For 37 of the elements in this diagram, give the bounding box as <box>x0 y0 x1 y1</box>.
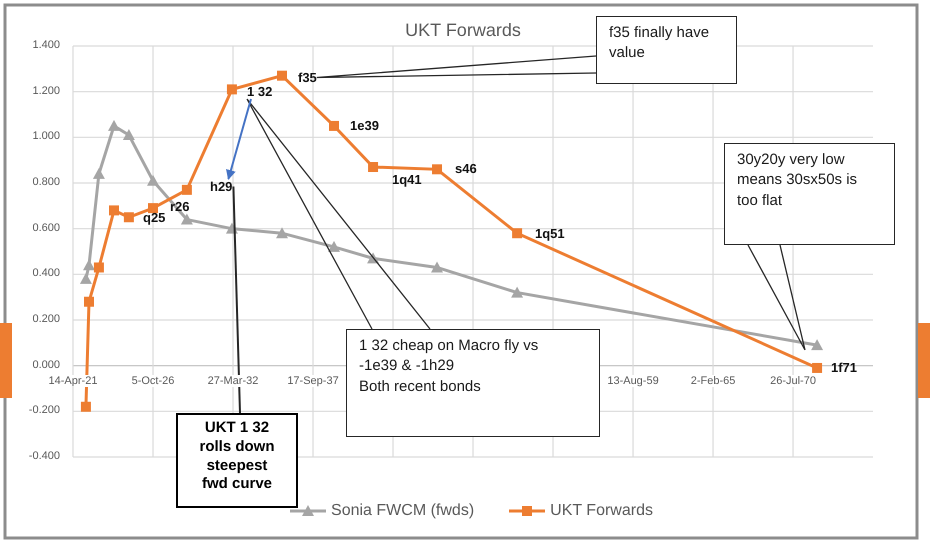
callout-pointer <box>246 98 431 330</box>
callout-box: 30y20y very low means 30sx50s is too flat <box>724 143 895 245</box>
callout-box: f35 finally have value <box>596 16 737 84</box>
point-label: q25 <box>143 210 166 225</box>
axis-label: 1.400 <box>31 39 60 51</box>
legend-label: UKT Forwards <box>550 502 653 520</box>
axis-label: 0.600 <box>31 222 60 234</box>
callout-pointer <box>747 244 806 351</box>
axis-label: 0.800 <box>31 176 60 188</box>
callout-pointer <box>316 55 597 78</box>
axis-label: 17-Sep-37 <box>285 374 341 387</box>
point-label: 1q51 <box>535 226 565 241</box>
axis-label: -0.200 <box>28 404 60 416</box>
point-label: s46 <box>455 161 477 176</box>
axis-label: 27-Mar-32 <box>205 374 261 387</box>
arrow <box>226 98 252 180</box>
chart-title: UKT Forwards <box>405 20 521 41</box>
point-label: 1q41 <box>392 172 422 187</box>
axis-label: 0.000 <box>31 358 60 371</box>
axis-label: 1.000 <box>31 130 60 142</box>
axis-label: 0.400 <box>31 267 60 280</box>
axis-label: 1.200 <box>31 84 60 97</box>
point-label: h29 <box>210 179 232 194</box>
callout-box <box>346 329 600 437</box>
callout-text: Both recent bonds <box>359 376 482 396</box>
legend-label: Sonia FWCM (fwds) <box>331 502 474 520</box>
callout-box: UKT 1 32 rolls down steepest fwd curve <box>176 413 298 508</box>
point-label: 1 32 <box>247 84 272 99</box>
leader-line <box>232 186 241 414</box>
point-label: 1e39 <box>350 118 379 133</box>
point-label: f35 <box>298 70 317 85</box>
axis-label: -0.400 <box>28 450 60 462</box>
axis-label: 13-Aug-59 <box>605 374 662 387</box>
point-label: r26 <box>170 199 190 214</box>
callout-text: 1 32 cheap on Macro fly vs -1e39 & -1h29 <box>359 336 540 376</box>
axis-label: 0.200 <box>31 313 60 325</box>
point-label: 1f71 <box>831 360 858 375</box>
